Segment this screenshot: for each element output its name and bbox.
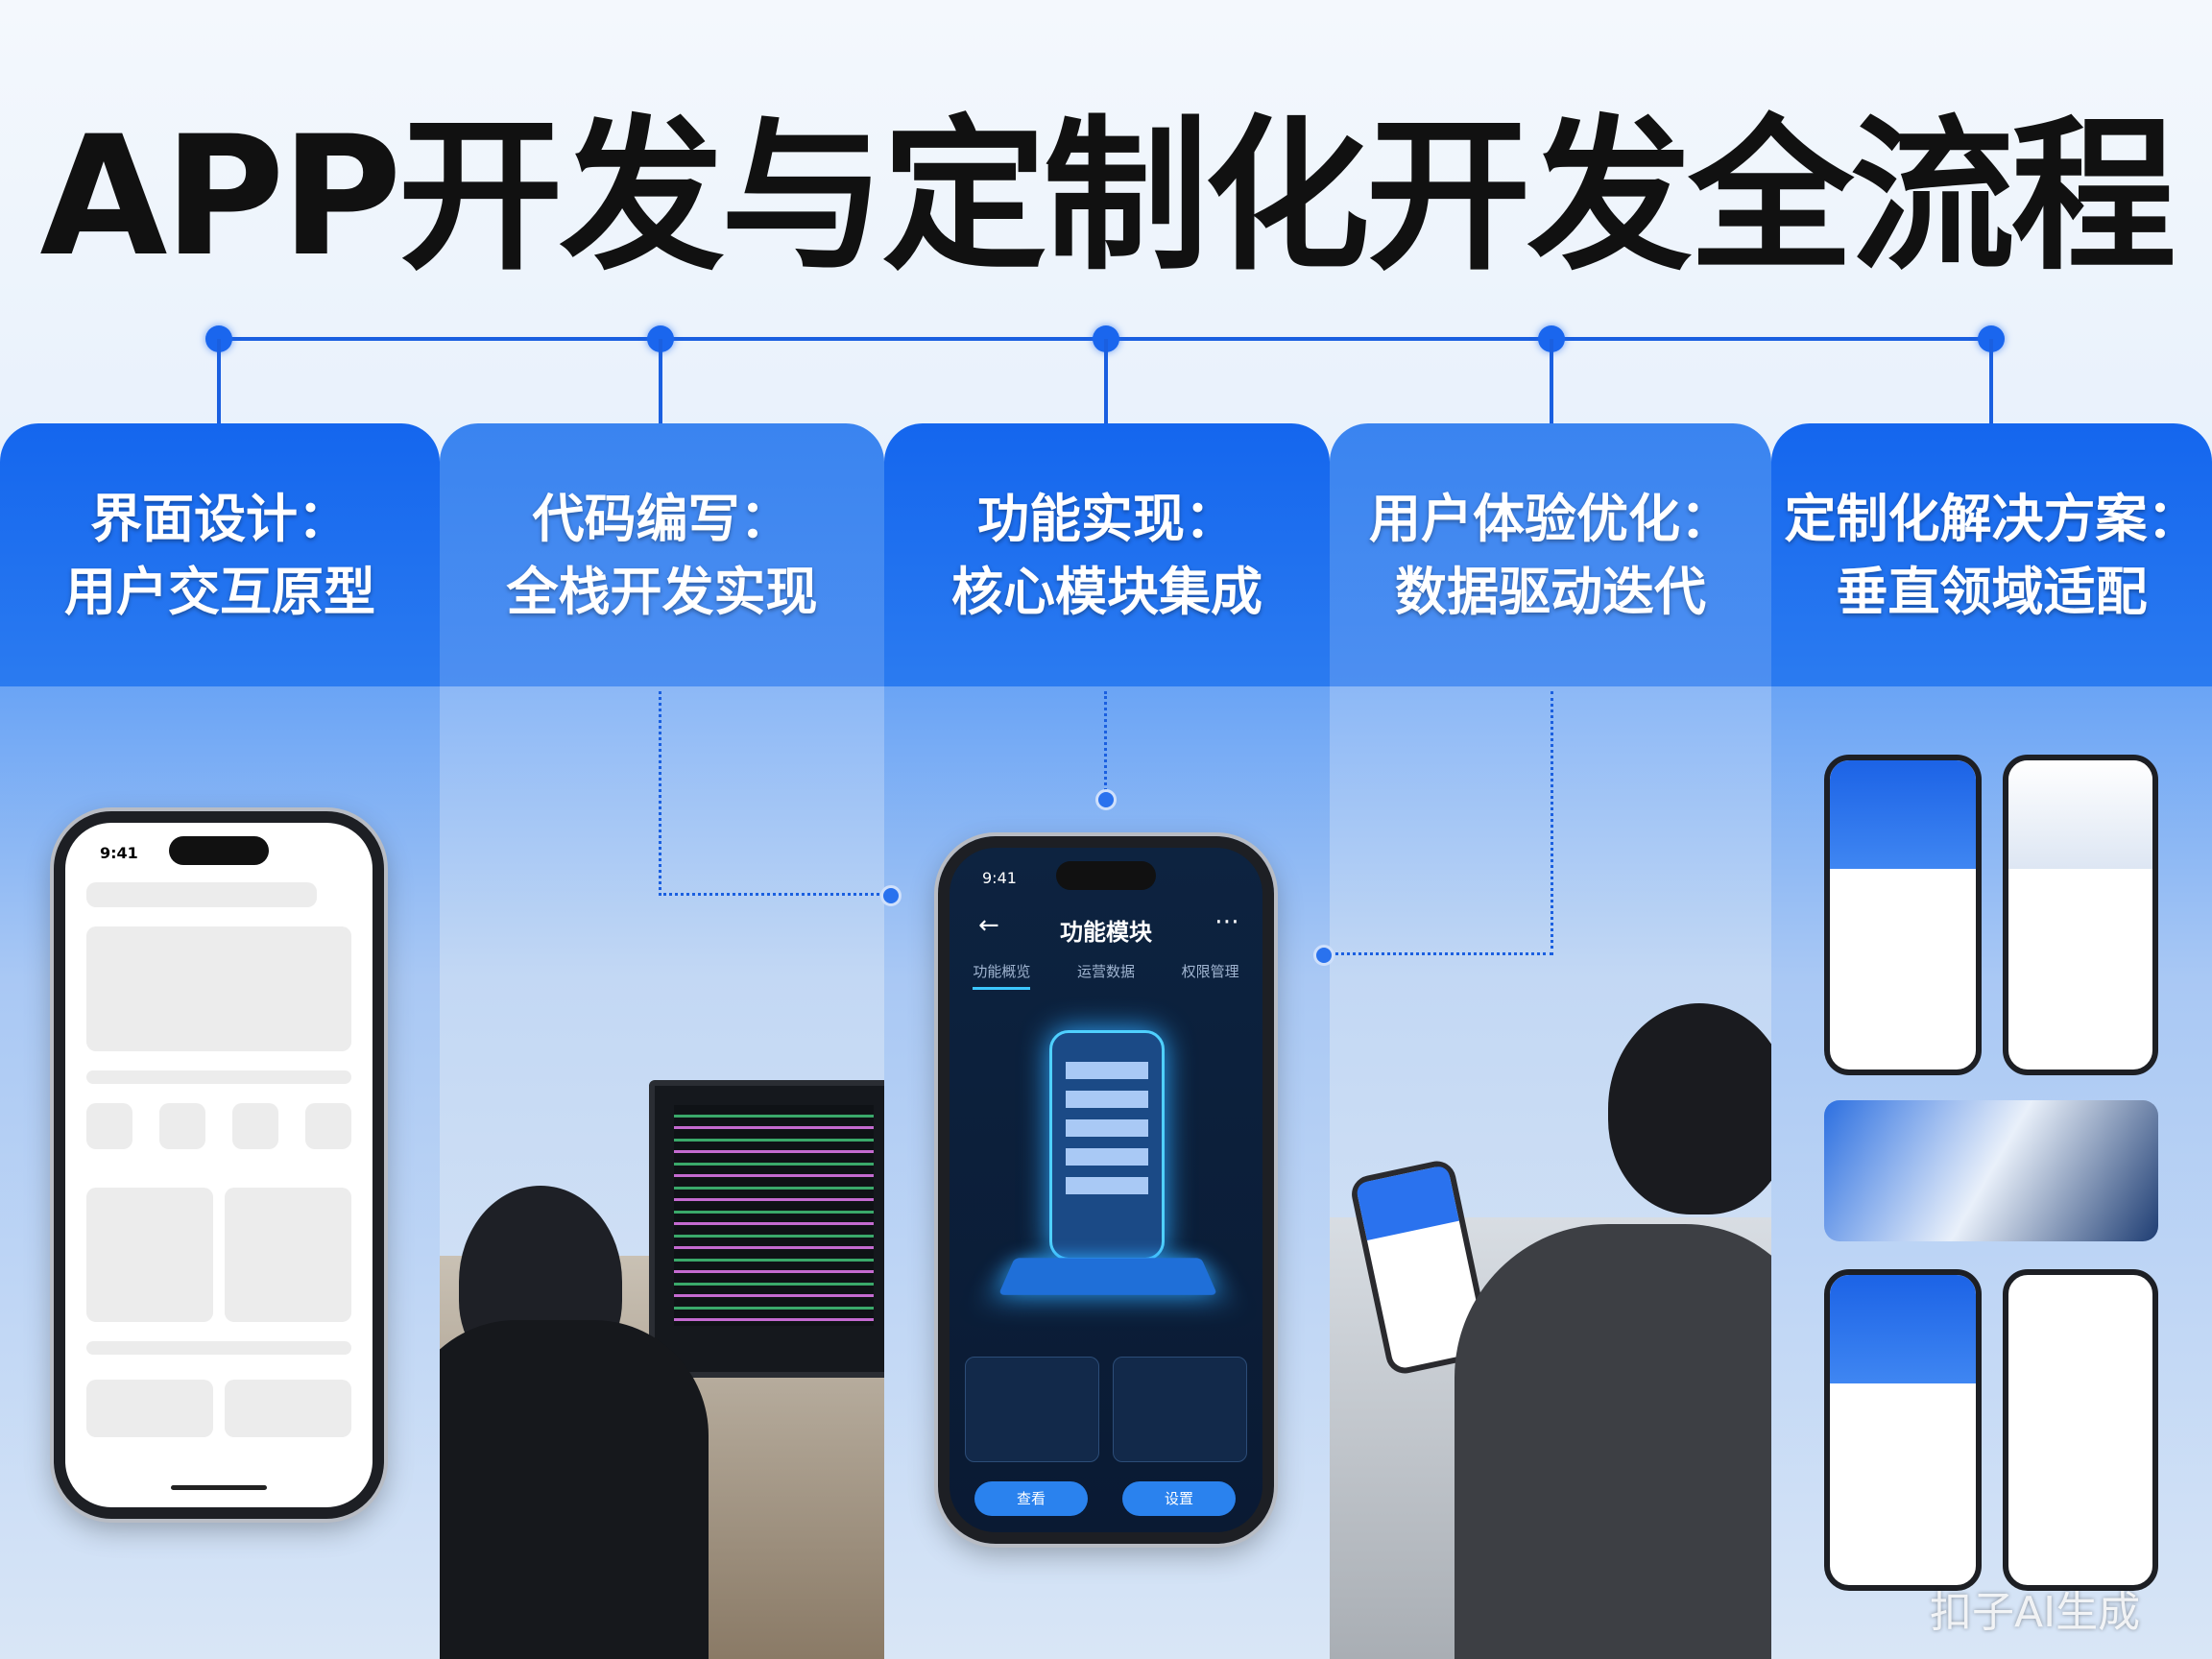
app-screenshot — [1824, 1100, 2158, 1241]
tab[interactable]: 权限管理 — [1181, 963, 1239, 980]
step-subtitle: 全栈开发实现 — [506, 562, 818, 622]
connector — [1550, 339, 1553, 425]
step-custom-solutions: 定制化解决方案： 垂直领域适配 — [1771, 423, 2212, 1659]
person-head — [1608, 1003, 1771, 1214]
watermark: 扣子AI生成 — [1930, 1588, 2141, 1637]
dotted-connector — [659, 691, 891, 896]
step-coding: 代码编写： 全栈开发实现 — [440, 423, 884, 1659]
connector — [659, 339, 662, 425]
step-header: 用户体验优化： 数据驱动迭代 — [1330, 423, 1771, 686]
step-header: 功能实现： 核心模块集成 — [884, 423, 1330, 686]
step-features: 功能实现： 核心模块集成 9:41 ← 功能模块 ⋯ 功能概览 运营数据 权限管… — [884, 423, 1330, 1659]
app-screens-collage — [1771, 686, 2212, 1659]
step-ux-optimization: 用户体验优化： 数据驱动迭代 — [1330, 423, 1771, 1659]
connector-dot — [1095, 789, 1117, 810]
step-subtitle: 数据驱动迭代 — [1395, 562, 1706, 622]
connector-dot — [880, 885, 902, 906]
app-screenshot — [1824, 1269, 1982, 1591]
view-button[interactable]: 查看 — [974, 1481, 1088, 1516]
step-subtitle: 垂直领域适配 — [1836, 562, 2148, 622]
dotted-connector — [1104, 691, 1107, 797]
step-title: 定制化解决方案： — [1784, 489, 2200, 549]
step-subtitle: 用户交互原型 — [64, 562, 375, 622]
step-ui-design: 界面设计： 用户交互原型 9:41 — [0, 423, 440, 1659]
step-illustration: 9:41 — [0, 686, 440, 1659]
step-header: 定制化解决方案： 垂直领域适配 — [1771, 423, 2212, 686]
page-title: APP开发与定制化开发全流程 — [39, 100, 2176, 293]
step-title: 界面设计： — [90, 489, 349, 549]
dotted-connector — [1323, 691, 1553, 955]
monitor — [649, 1080, 884, 1378]
status-time: 9:41 — [982, 869, 1017, 887]
connector-dot — [1313, 945, 1334, 966]
person-body — [1455, 1224, 1771, 1659]
step-title: 代码编写： — [532, 489, 792, 549]
connector — [217, 339, 221, 425]
developer-photo — [440, 686, 884, 1659]
step-header: 代码编写： 全栈开发实现 — [440, 423, 884, 686]
feature-phone: 9:41 ← 功能模块 ⋯ 功能概览 运营数据 权限管理 查看 设置 — [938, 836, 1274, 1544]
connector — [1104, 339, 1108, 425]
app-screenshot — [2003, 755, 2158, 1075]
step-title: 用户体验优化： — [1369, 489, 1732, 549]
status-time: 9:41 — [100, 844, 138, 862]
wireframe-phone: 9:41 — [54, 811, 384, 1519]
step-title: 功能实现： — [977, 489, 1237, 549]
tab[interactable]: 功能概览 — [973, 961, 1031, 990]
screen-title: 功能模块 — [1060, 919, 1152, 946]
step-illustration: 9:41 ← 功能模块 ⋯ 功能概览 运营数据 权限管理 查看 设置 — [884, 686, 1330, 1659]
back-arrow-icon[interactable]: ← — [978, 911, 999, 940]
app-screenshot — [2003, 1269, 2158, 1591]
step-header: 界面设计： 用户交互原型 — [0, 423, 440, 686]
more-icon[interactable]: ⋯ — [1214, 907, 1239, 936]
settings-button[interactable]: 设置 — [1122, 1481, 1236, 1516]
person-body — [440, 1320, 709, 1659]
connector — [1989, 339, 1993, 425]
step-subtitle: 核心模块集成 — [951, 562, 1262, 622]
tab[interactable]: 运营数据 — [1076, 963, 1135, 980]
app-screenshot — [1824, 755, 1982, 1075]
module-hologram — [1049, 1030, 1165, 1261]
